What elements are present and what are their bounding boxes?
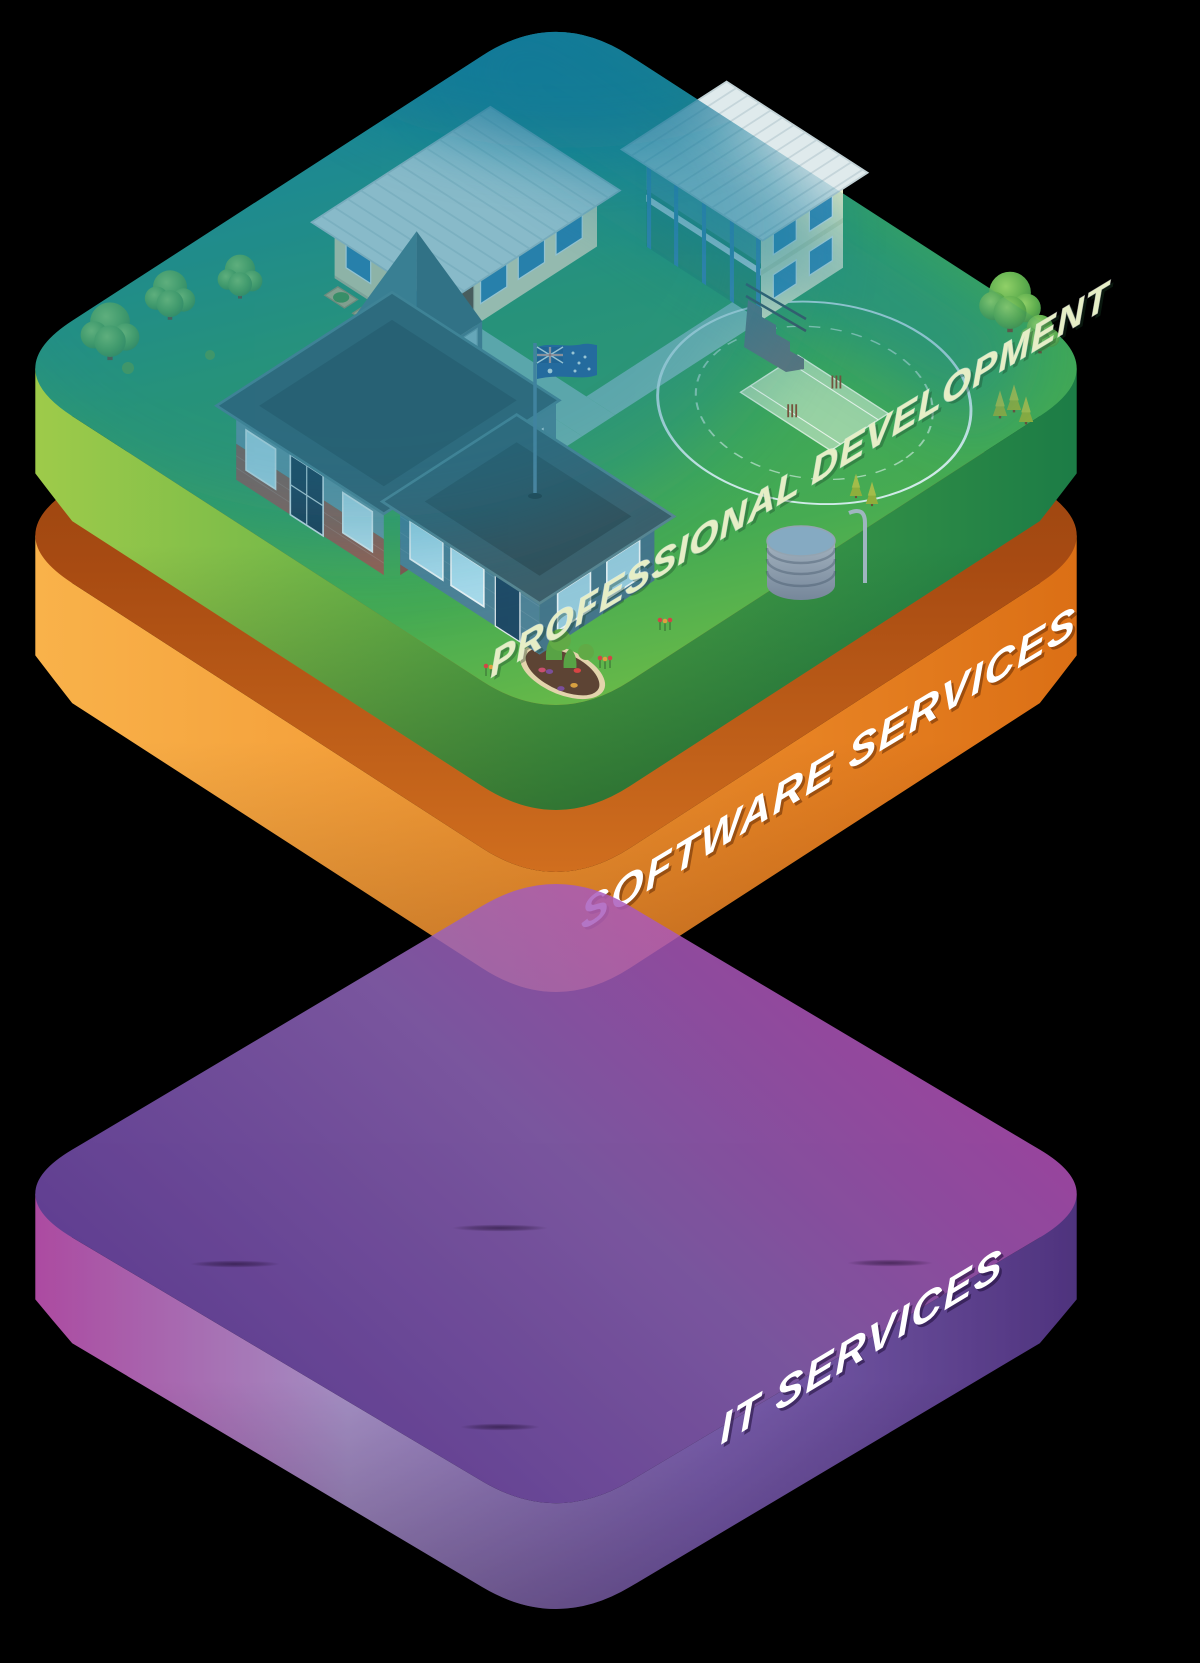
school-wing-side-wall	[539, 516, 655, 655]
it-layer-side-shade	[35, 1193, 1077, 1609]
cricket-stumps	[787, 375, 842, 418]
pd-layer-side-shade	[35, 368, 1077, 810]
water-tank	[765, 509, 867, 600]
it-layer-top	[35, 883, 1077, 1504]
bushes	[549, 629, 594, 660]
tank-pipe	[848, 509, 867, 583]
motion-streaks	[190, 1224, 933, 1431]
it-services-layer	[35, 883, 1077, 1609]
cricket-pitch	[739, 354, 890, 452]
professional-development-layer	[35, 31, 1077, 810]
